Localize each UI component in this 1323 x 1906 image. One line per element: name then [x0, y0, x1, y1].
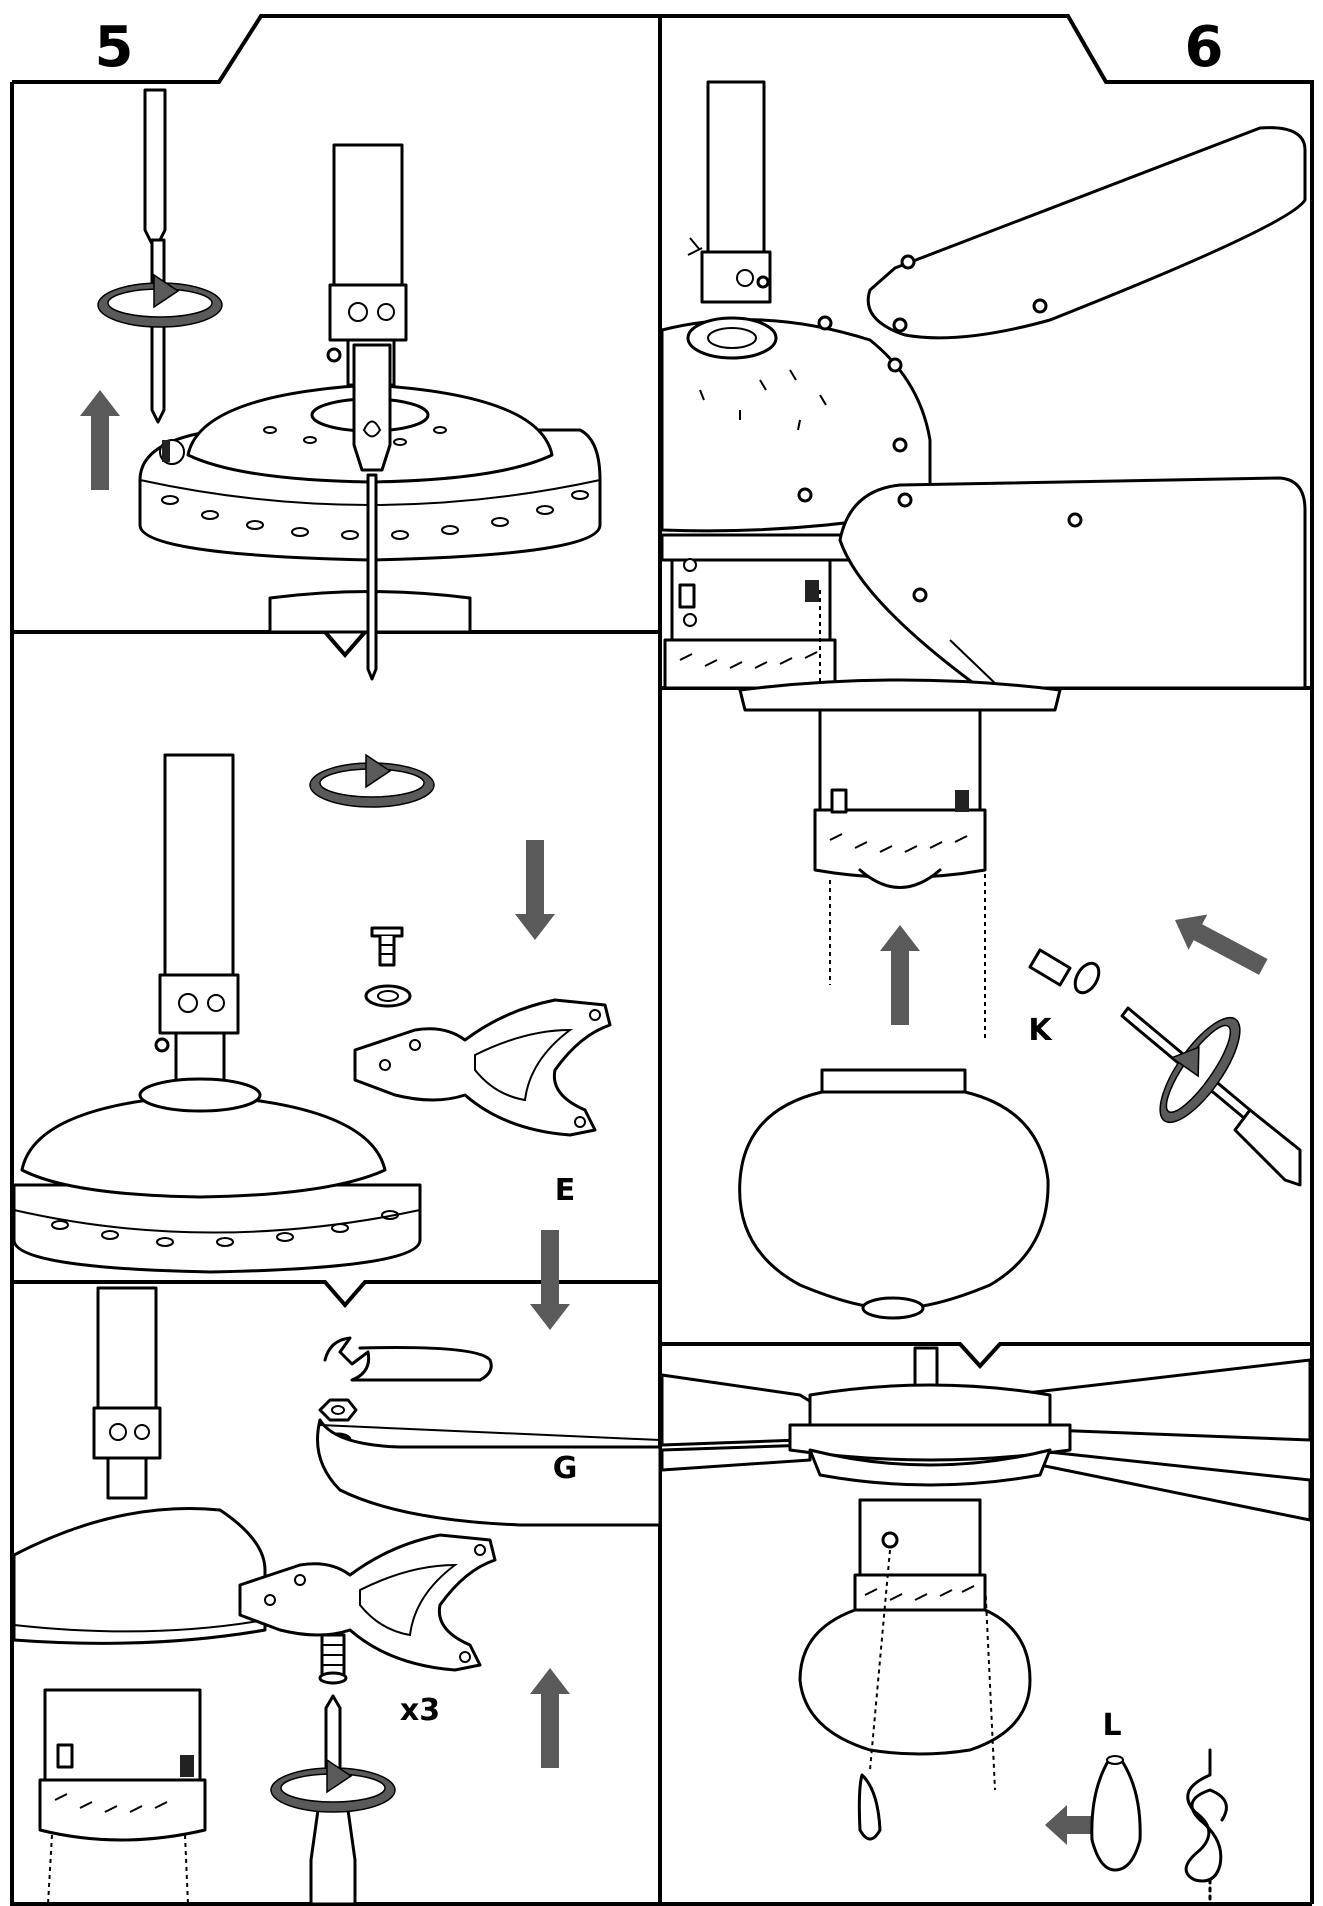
- pendant-l: [1090, 1756, 1142, 1872]
- part-label-e: E: [555, 1173, 576, 1208]
- switch-housing: [663, 558, 837, 690]
- motor-housing: [660, 316, 932, 562]
- downrod: [706, 80, 766, 254]
- direction-arrow-icon: [80, 390, 120, 490]
- knot-icon: [1184, 1748, 1228, 1906]
- panel-5c: G x3: [12, 1230, 662, 1906]
- fan-blade: [660, 1358, 1312, 1522]
- step-number-5: 5: [95, 15, 134, 80]
- motor-housing: [788, 1383, 1072, 1487]
- downrod: [332, 143, 404, 292]
- rotation-arrow-icon: [309, 754, 435, 808]
- pull-chain-pendant: [857, 1773, 882, 1841]
- wrench-icon: [323, 1336, 493, 1382]
- downrod: [163, 753, 235, 977]
- panel-6a: [660, 80, 1307, 690]
- blade-bracket: [353, 998, 612, 1137]
- panel-6c: L: [660, 1346, 1312, 1906]
- switch-housing: [38, 1688, 207, 1842]
- rotation-arrow-icon: [97, 274, 223, 328]
- housing-holes: [51, 1210, 399, 1247]
- panel-5a: [80, 88, 602, 634]
- screw-icon: [1028, 948, 1101, 995]
- housing-holes: [699, 369, 827, 431]
- housing-holes: [161, 426, 589, 540]
- motor-housing: [12, 1506, 267, 1645]
- screw-icon: [318, 1633, 348, 1685]
- part-label-k: K: [1028, 1013, 1053, 1048]
- direction-arrow-icon: [1045, 1805, 1093, 1845]
- direction-arrow-icon: [880, 925, 920, 1025]
- light-glass-shade: [798, 1608, 1032, 1756]
- direction-arrow-icon: [530, 1668, 570, 1768]
- rotation-arrow-icon: [270, 1759, 396, 1813]
- direction-arrow-icon: [515, 840, 555, 940]
- motor-housing: [12, 1077, 422, 1274]
- blade-bracket: [238, 1533, 497, 1672]
- part-label-g: G: [553, 1451, 578, 1486]
- screwdriver-icon: [143, 88, 167, 424]
- switch-housing: [853, 1498, 987, 1612]
- screw-icon: [370, 926, 404, 967]
- screw-icon: [159, 439, 185, 465]
- nut-icon: [318, 1398, 358, 1422]
- panel-5b: E: [12, 343, 612, 1274]
- blade-screws: [797, 254, 1083, 603]
- part-label-l: L: [1102, 1708, 1121, 1743]
- direction-arrow-icon: [1165, 902, 1273, 985]
- fan-blade-g: [316, 1418, 662, 1527]
- light-glass-shade: [738, 1068, 1050, 1320]
- panel-6b: K: [738, 678, 1302, 1320]
- switch-housing: [813, 708, 987, 889]
- quantity-label-x3: x3: [400, 1693, 440, 1728]
- downrod: [96, 1286, 158, 1410]
- fan-blade: [838, 126, 1307, 690]
- step-number-6: 6: [1185, 15, 1224, 80]
